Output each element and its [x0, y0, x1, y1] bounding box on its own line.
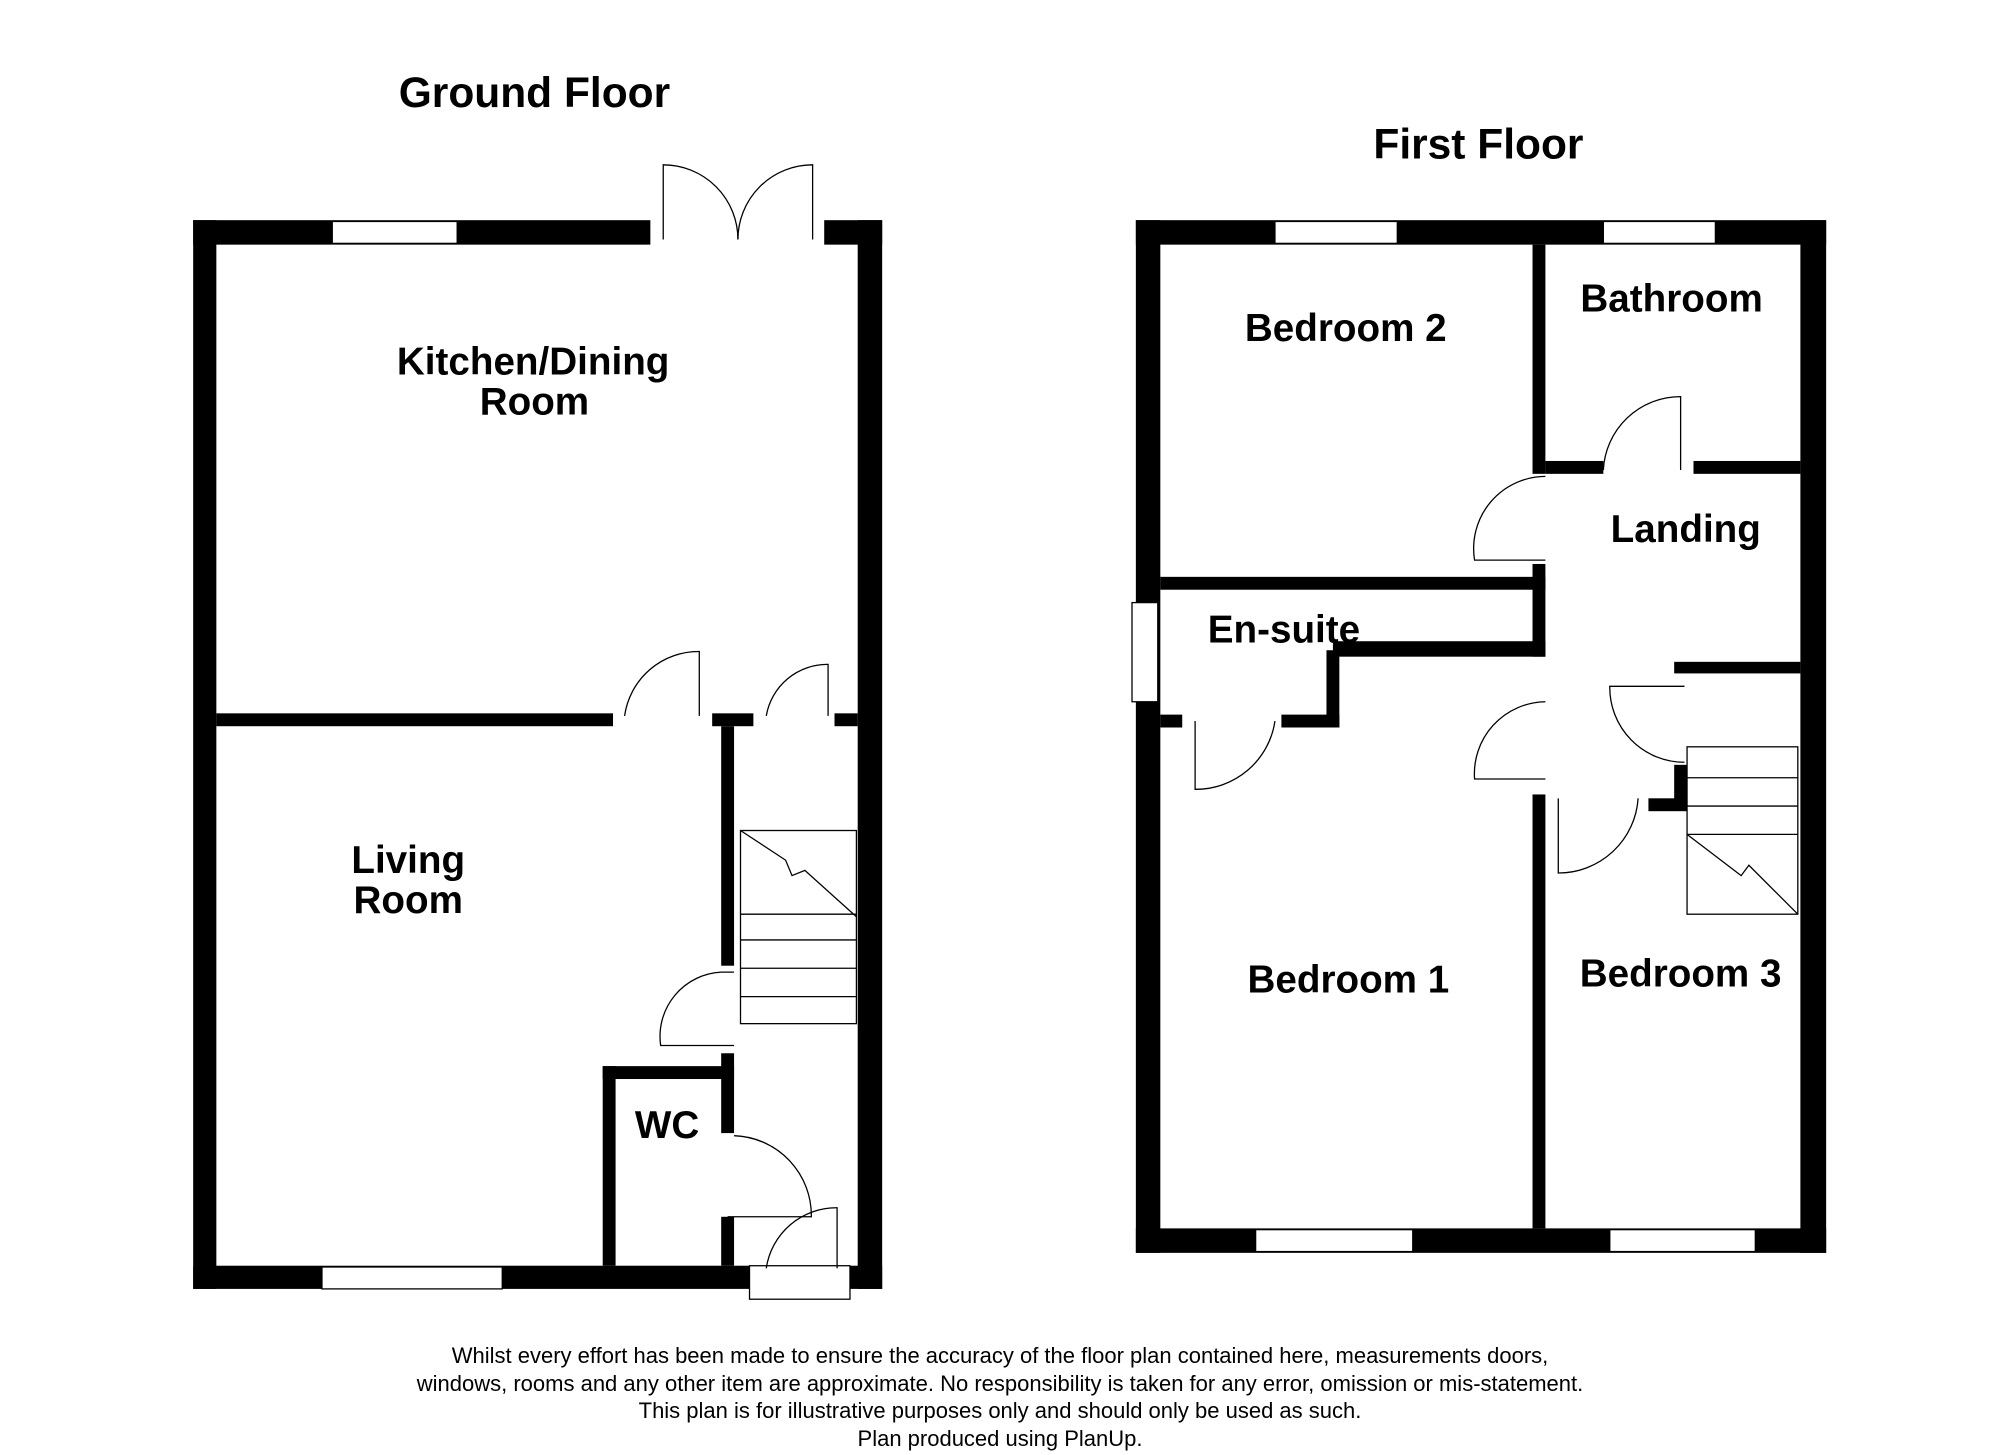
door: [1557, 798, 1639, 874]
disclaimer-line: This plan is for illustrative purposes o…: [638, 1398, 1362, 1423]
staircase: [739, 829, 858, 1025]
room-label-bedroom-3: Bedroom 3: [1580, 952, 1782, 995]
french-doors: [662, 164, 814, 240]
room-label-bedroom-2: Bedroom 2: [1245, 307, 1447, 350]
room-label-kitchen: Kitchen/Dining: [397, 341, 670, 384]
window: [1602, 220, 1717, 245]
door: [765, 663, 829, 717]
window: [321, 1266, 503, 1290]
ground-floor-title: Ground Floor: [399, 70, 670, 117]
room-label-kitchen-2: Room: [480, 381, 589, 424]
ground-floor-plan: Ground Floor: [193, 70, 883, 1300]
door: [623, 650, 700, 717]
window: [1274, 220, 1398, 245]
room-label-landing: Landing: [1611, 508, 1761, 551]
front-door: [748, 1207, 851, 1300]
room-label-living: Living: [351, 839, 465, 882]
room-label-wc: WC: [635, 1104, 699, 1147]
disclaimer: Whilst every effort has been made to ens…: [0, 1342, 2000, 1452]
door: [659, 971, 735, 1047]
disclaimer-line: windows, rooms and any other item are ap…: [416, 1370, 1584, 1396]
staircase: [1686, 746, 1799, 915]
first-floor-title: First Floor: [1373, 121, 1583, 168]
door: [1602, 395, 1682, 471]
door: [727, 1135, 812, 1218]
disclaimer-line: Whilst every effort has been made to ens…: [451, 1343, 1549, 1368]
first-floor-plan: First Floor: [1131, 121, 1827, 1253]
window: [331, 220, 458, 245]
disclaimer-line: Plan produced using PlanUp.: [857, 1425, 1143, 1451]
door: [1473, 701, 1546, 780]
window: [1131, 601, 1159, 703]
door: [1194, 720, 1276, 790]
door: [1609, 685, 1685, 763]
room-label-ensuite: En-suite: [1208, 609, 1360, 652]
first-floor-walls: [1135, 220, 1827, 1253]
window: [1254, 1229, 1414, 1253]
window: [1609, 1229, 1756, 1253]
room-label-bathroom: Bathroom: [1580, 278, 1762, 321]
room-label-bedroom-1: Bedroom 1: [1247, 959, 1449, 1002]
room-label-living-2: Room: [354, 879, 463, 922]
door: [1473, 475, 1546, 561]
